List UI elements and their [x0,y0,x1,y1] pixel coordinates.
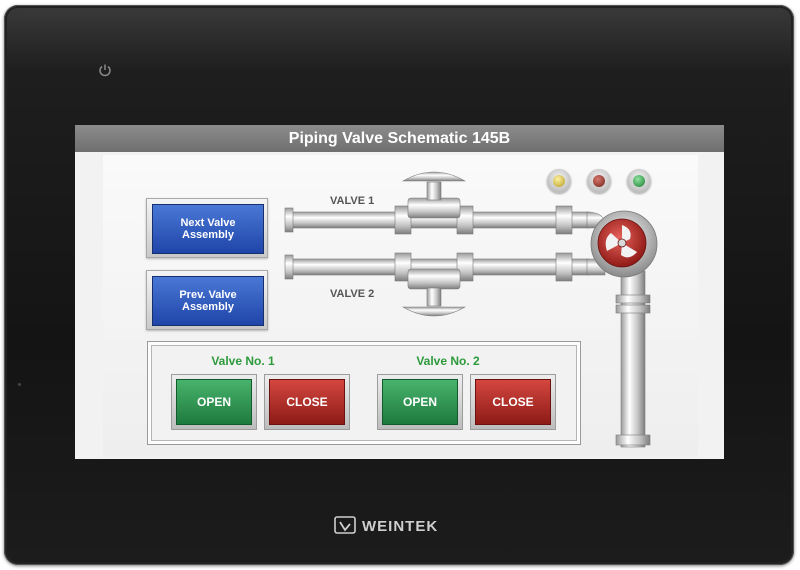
valve-control-panel: Valve No. 1 Valve No. 2 OPEN CLOSE OPEN … [147,341,581,445]
piping-schematic [284,171,658,448]
status-led [18,383,21,386]
valve-1-close-button[interactable]: CLOSE [269,379,345,425]
pump-icon [590,210,658,278]
valve-1-label: VALVE 1 [330,195,375,207]
indicator-lamp-green [627,169,651,193]
brand-mark-icon [334,516,356,534]
brand-logo: WEINTEK [334,514,438,538]
hmi-screen: Piping Valve Schematic 145B [75,125,724,459]
valve-2-group-label: Valve No. 2 [416,354,480,368]
valve-2-open-button[interactable]: OPEN [382,379,458,425]
valve-2-open-frame: OPEN [377,374,463,430]
next-valve-assembly-button[interactable]: Next Valve Assembly [152,204,264,254]
hmi-bezel: Piping Valve Schematic 145B [4,5,794,565]
indicator-lamp-red [587,169,611,193]
indicator-lamp-yellow [547,169,571,193]
valve-2-label: VALVE 2 [330,288,375,300]
valve-1-close-frame: CLOSE [264,374,350,430]
outflow-pipe [615,270,651,448]
valve-2-close-frame: CLOSE [470,374,556,430]
valve-2-close-button[interactable]: CLOSE [475,379,551,425]
next-valve-frame: Next Valve Assembly [146,198,268,258]
power-icon[interactable] [98,63,112,77]
brand-name: WEINTEK [362,517,439,535]
schematic-canvas: VALVE 1 VALVE 2 Next Valve Assembly Prev… [103,155,698,457]
valve-1-group-label: Valve No. 1 [211,354,275,368]
pipe-valve-1 [284,171,590,235]
screen-title: Piping Valve Schematic 145B [75,125,724,152]
prev-valve-frame: Prev. Valve Assembly [146,270,268,330]
valve-1-open-button[interactable]: OPEN [176,379,252,425]
pipe-valve-2 [284,252,590,317]
valve-1-open-frame: OPEN [171,374,257,430]
prev-valve-assembly-button[interactable]: Prev. Valve Assembly [152,276,264,326]
